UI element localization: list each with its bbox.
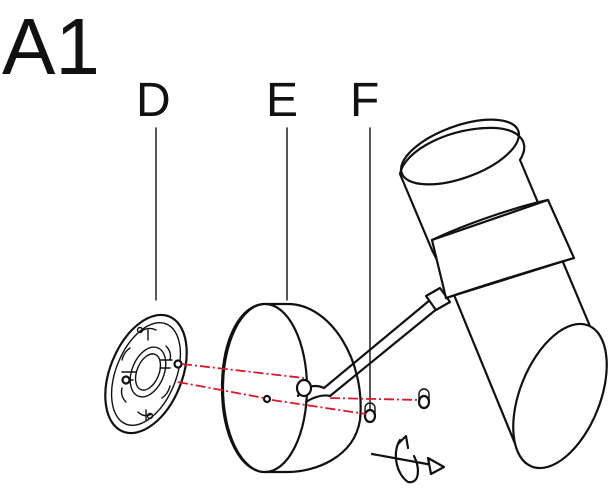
mounting-plate: [104, 313, 188, 435]
part-label-d: D: [136, 74, 171, 127]
step-label: A1: [2, 2, 100, 91]
part-label-e: E: [266, 74, 298, 127]
wall-base: [220, 302, 362, 474]
screws: [262, 388, 431, 424]
lamp-arm: [295, 286, 452, 404]
part-label-f: F: [350, 74, 379, 127]
rotation-arrow-icon: [370, 434, 446, 484]
alignment-axes: [177, 363, 421, 415]
lamp-shade: [398, 118, 608, 470]
